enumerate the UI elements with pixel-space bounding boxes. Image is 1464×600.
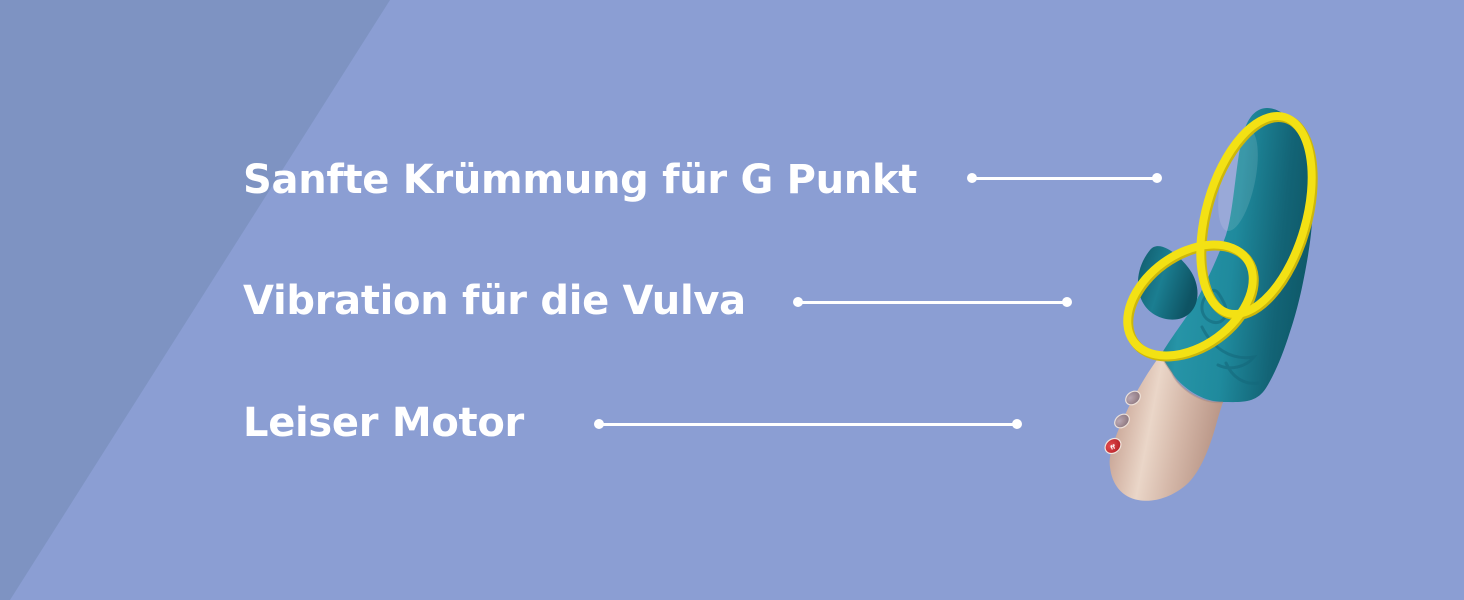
- connector-dot: [793, 297, 803, 307]
- feature-label-quiet-motor: Leiser Motor: [243, 400, 524, 446]
- control-buttons: ff: [1104, 390, 1141, 455]
- connector-line-feature-2: [793, 296, 1072, 308]
- connector-dot: [967, 173, 977, 183]
- minus-button: [1114, 413, 1130, 429]
- feature-label-g-spot-curve: Sanfte Krümmung für G Punkt: [243, 157, 918, 203]
- connector-line-feature-1: [967, 172, 1162, 184]
- connector-dot: [1152, 173, 1162, 183]
- connector-dot: [1012, 419, 1022, 429]
- brand-logo-mark: ff: [1109, 443, 1116, 451]
- connector-line: [972, 176, 1157, 180]
- connector-line: [798, 300, 1067, 304]
- plus-button: [1125, 390, 1141, 406]
- connector-dot: [1062, 297, 1072, 307]
- power-button: ff: [1104, 437, 1122, 455]
- feature-label-vulva-vibration: Vibration für die Vulva: [243, 278, 746, 324]
- connector-line: [599, 422, 1017, 426]
- product-image-rabbit-vibrator: ff: [1104, 108, 1318, 501]
- yellow-cord-loop: [1123, 111, 1318, 362]
- connector-line-feature-3: [594, 418, 1022, 430]
- clitoral-arm: [1137, 246, 1198, 320]
- connector-dot: [594, 419, 604, 429]
